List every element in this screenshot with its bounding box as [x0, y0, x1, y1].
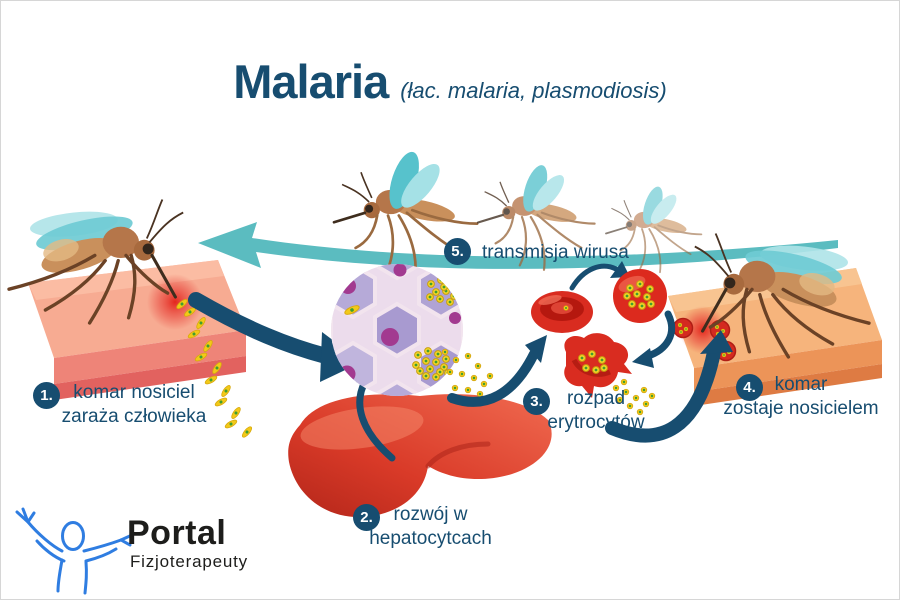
arrow-blood-to-mosquito [605, 330, 733, 443]
page-title: Malaria (łac. malaria, plasmodiosis) [0, 54, 900, 109]
step-1-label: komar nosiciel zaraża człowieka [56, 381, 212, 428]
step-4-badge: 4. [736, 374, 763, 401]
step-2-badge: 2. [353, 504, 380, 531]
logo-name: Portal [127, 514, 227, 552]
step-3-line1: rozpad [566, 388, 626, 409]
rbc-healthy [531, 291, 593, 333]
step-1-badge: 1. [33, 382, 60, 409]
step-1-line2: zaraża człowieka [61, 405, 207, 427]
step-5-badge: 5. [444, 238, 471, 265]
step-1-line1: komar nosiciel [73, 382, 195, 403]
title-main: Malaria [233, 55, 389, 108]
liver [288, 394, 552, 518]
step-4-label: komar zostaje nosicielem [716, 373, 886, 420]
step-3-line2: erytrocytów [547, 411, 645, 433]
step-4-line2: zostaje nosicielem [723, 397, 879, 419]
rbc-infected [613, 269, 667, 323]
erythrocyte-cycle [531, 261, 676, 416]
logo-figure [15, 507, 134, 595]
step-4-line1: komar [774, 374, 828, 395]
step-5-label: transmisja wirusa [482, 242, 629, 263]
step-2-label: rozwój w hepatocytcach [368, 503, 493, 550]
arrow-rbc-1 [569, 263, 619, 291]
step-3-label: rozpad erytrocytów [536, 387, 656, 434]
step-2-line1: rozwój w [393, 504, 468, 525]
arrow-cells-to-erythrocyte [447, 335, 547, 407]
logo-tagline: Fizjoterapeuty [130, 552, 248, 571]
arrow-rbc-2 [644, 310, 676, 360]
title-subtitle: (łac. malaria, plasmodiosis) [400, 78, 667, 103]
rbc-bursting [564, 333, 656, 416]
step-2-line2: hepatocytcach [369, 527, 492, 549]
transmission-arrow [198, 222, 838, 269]
step-3-badge: 3. [523, 388, 550, 415]
